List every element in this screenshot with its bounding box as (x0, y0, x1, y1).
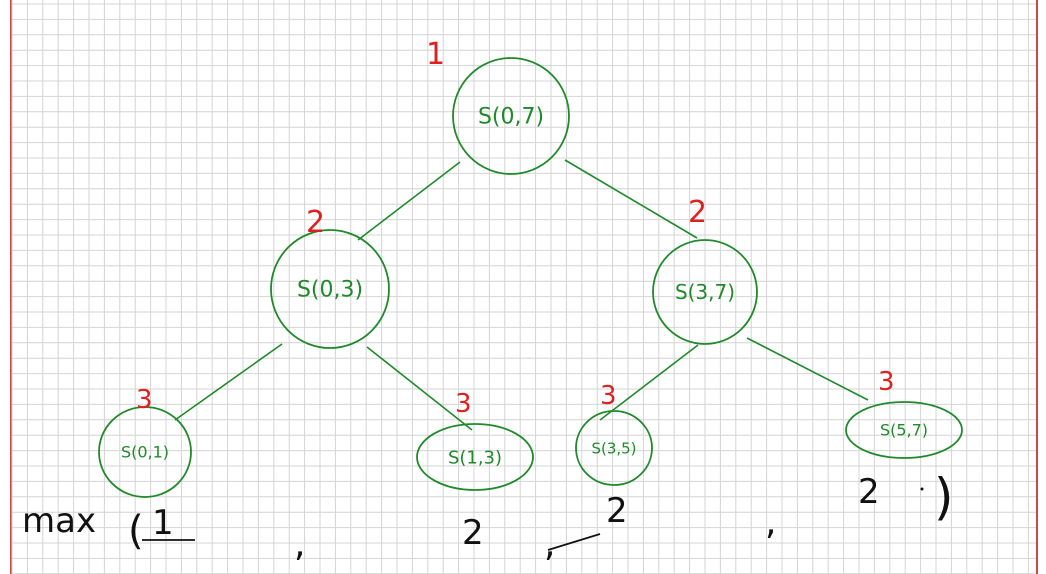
level-label: 1 (426, 37, 445, 72)
node-label: S(3,7) (675, 280, 735, 304)
level-label: 3 (600, 381, 617, 411)
node-circle (452, 57, 570, 175)
node-circle (845, 401, 963, 459)
separator-2: , (544, 524, 555, 565)
grid-paper (11, 0, 1036, 574)
node-circle (98, 406, 192, 498)
node-label: S(0,3) (297, 278, 363, 303)
tree-edge (746, 337, 869, 401)
level-label: 2 (306, 205, 325, 240)
node-label: S(3,5) (591, 439, 636, 457)
level-label: 3 (455, 389, 472, 419)
level-label: 3 (136, 385, 153, 415)
open-paren: ( (128, 508, 144, 554)
node-left: S(0,3) 2 (270, 205, 390, 349)
node-circle (575, 410, 653, 486)
node-circle (270, 229, 390, 349)
node-left-right: S(1,3) 3 (416, 389, 534, 491)
tree-edge (366, 346, 473, 431)
separator-3: , (765, 502, 776, 543)
right-border (1036, 0, 1038, 574)
max-word: max (22, 501, 96, 541)
node-label: S(0,7) (478, 105, 544, 130)
tree-edge (564, 159, 698, 239)
tree-edge (599, 344, 699, 421)
tree-edge (174, 343, 283, 421)
node-circle (652, 239, 758, 345)
max-value-2: 2 (462, 513, 484, 553)
level-label: 2 (688, 195, 707, 230)
node-right-left: S(3,5) 3 (575, 381, 653, 486)
left-border (10, 0, 12, 574)
tree-edge (357, 161, 461, 241)
pen-stroke (547, 533, 601, 551)
node-label: S(1,3) (448, 447, 502, 468)
separator-1: , (294, 524, 305, 565)
ink-dot (920, 487, 924, 491)
level-label: 3 (878, 367, 895, 397)
max-value-4: 2 (858, 472, 880, 512)
node-circle (416, 423, 534, 491)
node-right-right: S(5,7) 3 (845, 367, 963, 459)
node-label: S(5,7) (880, 421, 928, 440)
tree-edges (174, 159, 869, 431)
node-root: S(0,7) 1 (426, 37, 570, 175)
node-label: S(0,1) (121, 443, 169, 462)
max-value-3: 2 (606, 491, 628, 531)
node-left-left: S(0,1) 3 (98, 385, 192, 498)
close-paren: ) (934, 468, 954, 526)
node-right: S(3,7) 2 (652, 195, 758, 345)
max-value-1: 1 (152, 503, 174, 543)
tree-nodes: S(0,7) 1 S(0,3) 2 S(3,7) 2 S(0,1) 3 S(1,… (98, 37, 963, 498)
max-expression: max ( 1 , 2 , 2 , 2 ) (22, 468, 954, 565)
